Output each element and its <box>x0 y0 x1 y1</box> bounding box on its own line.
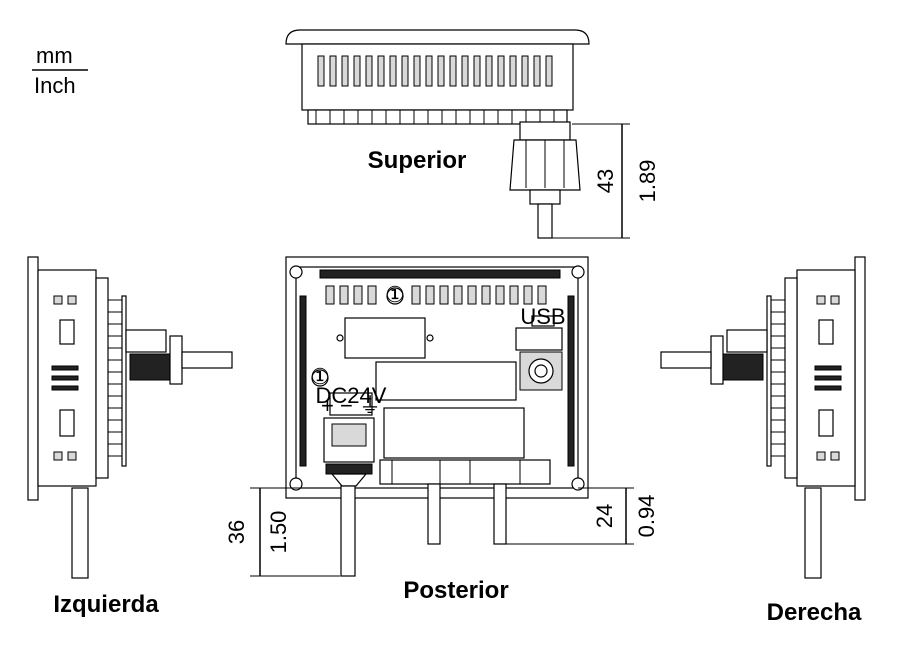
callout-circle-left <box>311 369 329 387</box>
left-connector <box>125 329 233 385</box>
rear-side-clips <box>299 295 575 467</box>
power-terminal: DC24V + − ⏚ <box>316 383 387 487</box>
rear-bottom-connector <box>379 459 551 485</box>
left-view: Izquierda <box>27 256 233 618</box>
left-vents <box>51 295 79 461</box>
unit-inch: Inch <box>34 73 76 98</box>
right-view <box>660 256 866 579</box>
left-cable <box>71 487 89 579</box>
usb-port: USB <box>515 304 566 391</box>
callout-top-text: ① <box>385 282 405 307</box>
top-depth-in: 1.89 <box>635 160 660 203</box>
usb-label: USB <box>520 304 565 329</box>
callout-left-text: ① <box>310 364 330 389</box>
rear-left-dimension: 36 1.50 <box>224 487 340 577</box>
rear-left-in: 1.50 <box>266 511 291 554</box>
rear-right-in: 0.94 <box>634 495 659 538</box>
rear-recess-upper <box>375 361 517 401</box>
rear-view: ① ① USB DC24V + − ⏚ <box>224 256 659 604</box>
top-clip-row <box>307 109 568 125</box>
top-depth-mm: 43 <box>593 169 618 193</box>
unit-mm: mm <box>36 43 73 68</box>
power-pins-label: + − ⏚ <box>321 393 381 418</box>
label-izquierda: Izquierda <box>53 591 159 618</box>
top-connector <box>509 121 581 239</box>
unit-legend: mm Inch <box>32 43 88 98</box>
rear-recess-lower <box>383 407 525 459</box>
top-vent-slots <box>317 55 553 87</box>
rear-left-mm: 36 <box>224 520 249 544</box>
rear-vents <box>325 285 547 305</box>
label-derecha: Derecha <box>767 599 862 626</box>
power-label: DC24V <box>316 383 387 408</box>
top-depth-dimension: 43 1.89 <box>552 123 660 239</box>
top-bezel <box>285 29 590 45</box>
rear-right-dimension: 24 0.94 <box>506 487 659 545</box>
label-plate <box>344 317 426 359</box>
callout-circle-top <box>386 287 404 305</box>
rear-right-mm: 24 <box>592 504 617 528</box>
rear-cables <box>340 483 507 577</box>
label-posterior: Posterior <box>403 577 508 604</box>
rear-top-clips <box>319 269 561 279</box>
left-bezel <box>27 256 39 501</box>
label-superior: Superior <box>368 147 467 174</box>
top-view: 43 1.89 Superior <box>285 29 660 239</box>
